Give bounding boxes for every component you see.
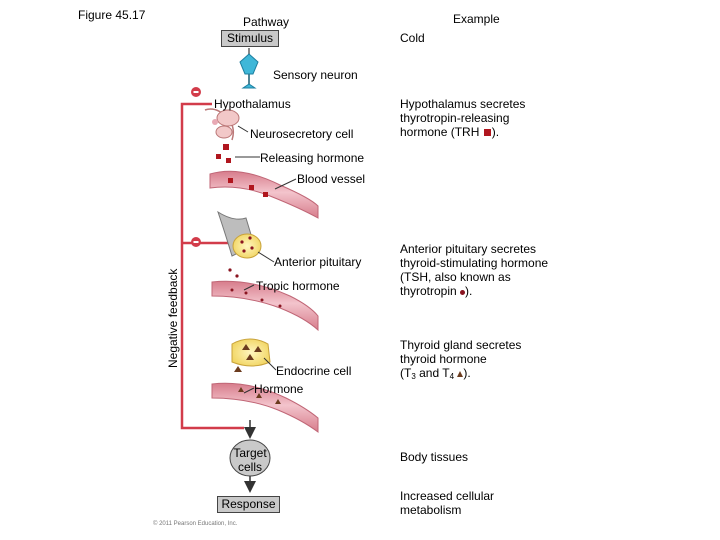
endocrine-cell-illustration	[231, 338, 271, 372]
example-header: Example	[453, 12, 500, 26]
hormone-label: Hormone	[254, 382, 304, 396]
tropic-hormone-label: Tropic hormone	[256, 279, 340, 293]
systemic-blood-vessel-1	[211, 280, 319, 332]
example-body-tissues: Body tissues	[400, 450, 469, 464]
portal-blood-vessel	[209, 170, 319, 219]
hypothalamus-label: Hypothalamus	[214, 97, 291, 111]
example-hypothalamus-text: Hypothalamus secretes thyrotropin-releas…	[400, 97, 526, 139]
response-box: Response	[217, 496, 280, 513]
negative-feedback-label: Negative feedback	[166, 268, 180, 368]
systemic-blood-vessel-2	[211, 382, 319, 433]
releasing-hormone-label: Releasing hormone	[260, 151, 365, 165]
example-metabolism: Increased cellular metabolism	[400, 489, 495, 517]
blood-vessel-label: Blood vessel	[297, 172, 366, 186]
label-leader-lines	[235, 125, 297, 394]
sensory-neuron-illustration	[239, 48, 259, 89]
stimulus-box: Stimulus	[221, 30, 279, 47]
hypothalamus-neurons-illustration	[204, 108, 240, 163]
target-cells-label: Target cells	[233, 446, 267, 474]
example-thyroid-text: Thyroid gland secretes thyroid hormone (…	[400, 338, 522, 381]
negative-feedback-loop	[180, 102, 244, 430]
copyright-notice: © 2011 Pearson Education, Inc.	[153, 521, 238, 527]
example-cold: Cold	[400, 31, 425, 45]
anterior-pituitary-label: Anterior pituitary	[274, 255, 362, 269]
figure-label: Figure 45.17	[78, 8, 146, 22]
thyroid-hormone-triangle-icon	[457, 371, 464, 377]
sensory-neuron-label: Sensory neuron	[273, 68, 358, 82]
target-cells-shape	[229, 439, 271, 477]
trh-square-icon	[483, 129, 491, 136]
endocrine-cell-label: Endocrine cell	[276, 364, 352, 378]
neurosecretory-cell-label: Neurosecretory cell	[250, 127, 354, 141]
example-pituitary-text: Anterior pituitary secretes thyroid-stim…	[400, 242, 549, 298]
tsh-dot-icon	[460, 290, 466, 295]
pathway-header: Pathway	[243, 15, 290, 29]
anterior-pituitary-illustration	[217, 210, 262, 278]
